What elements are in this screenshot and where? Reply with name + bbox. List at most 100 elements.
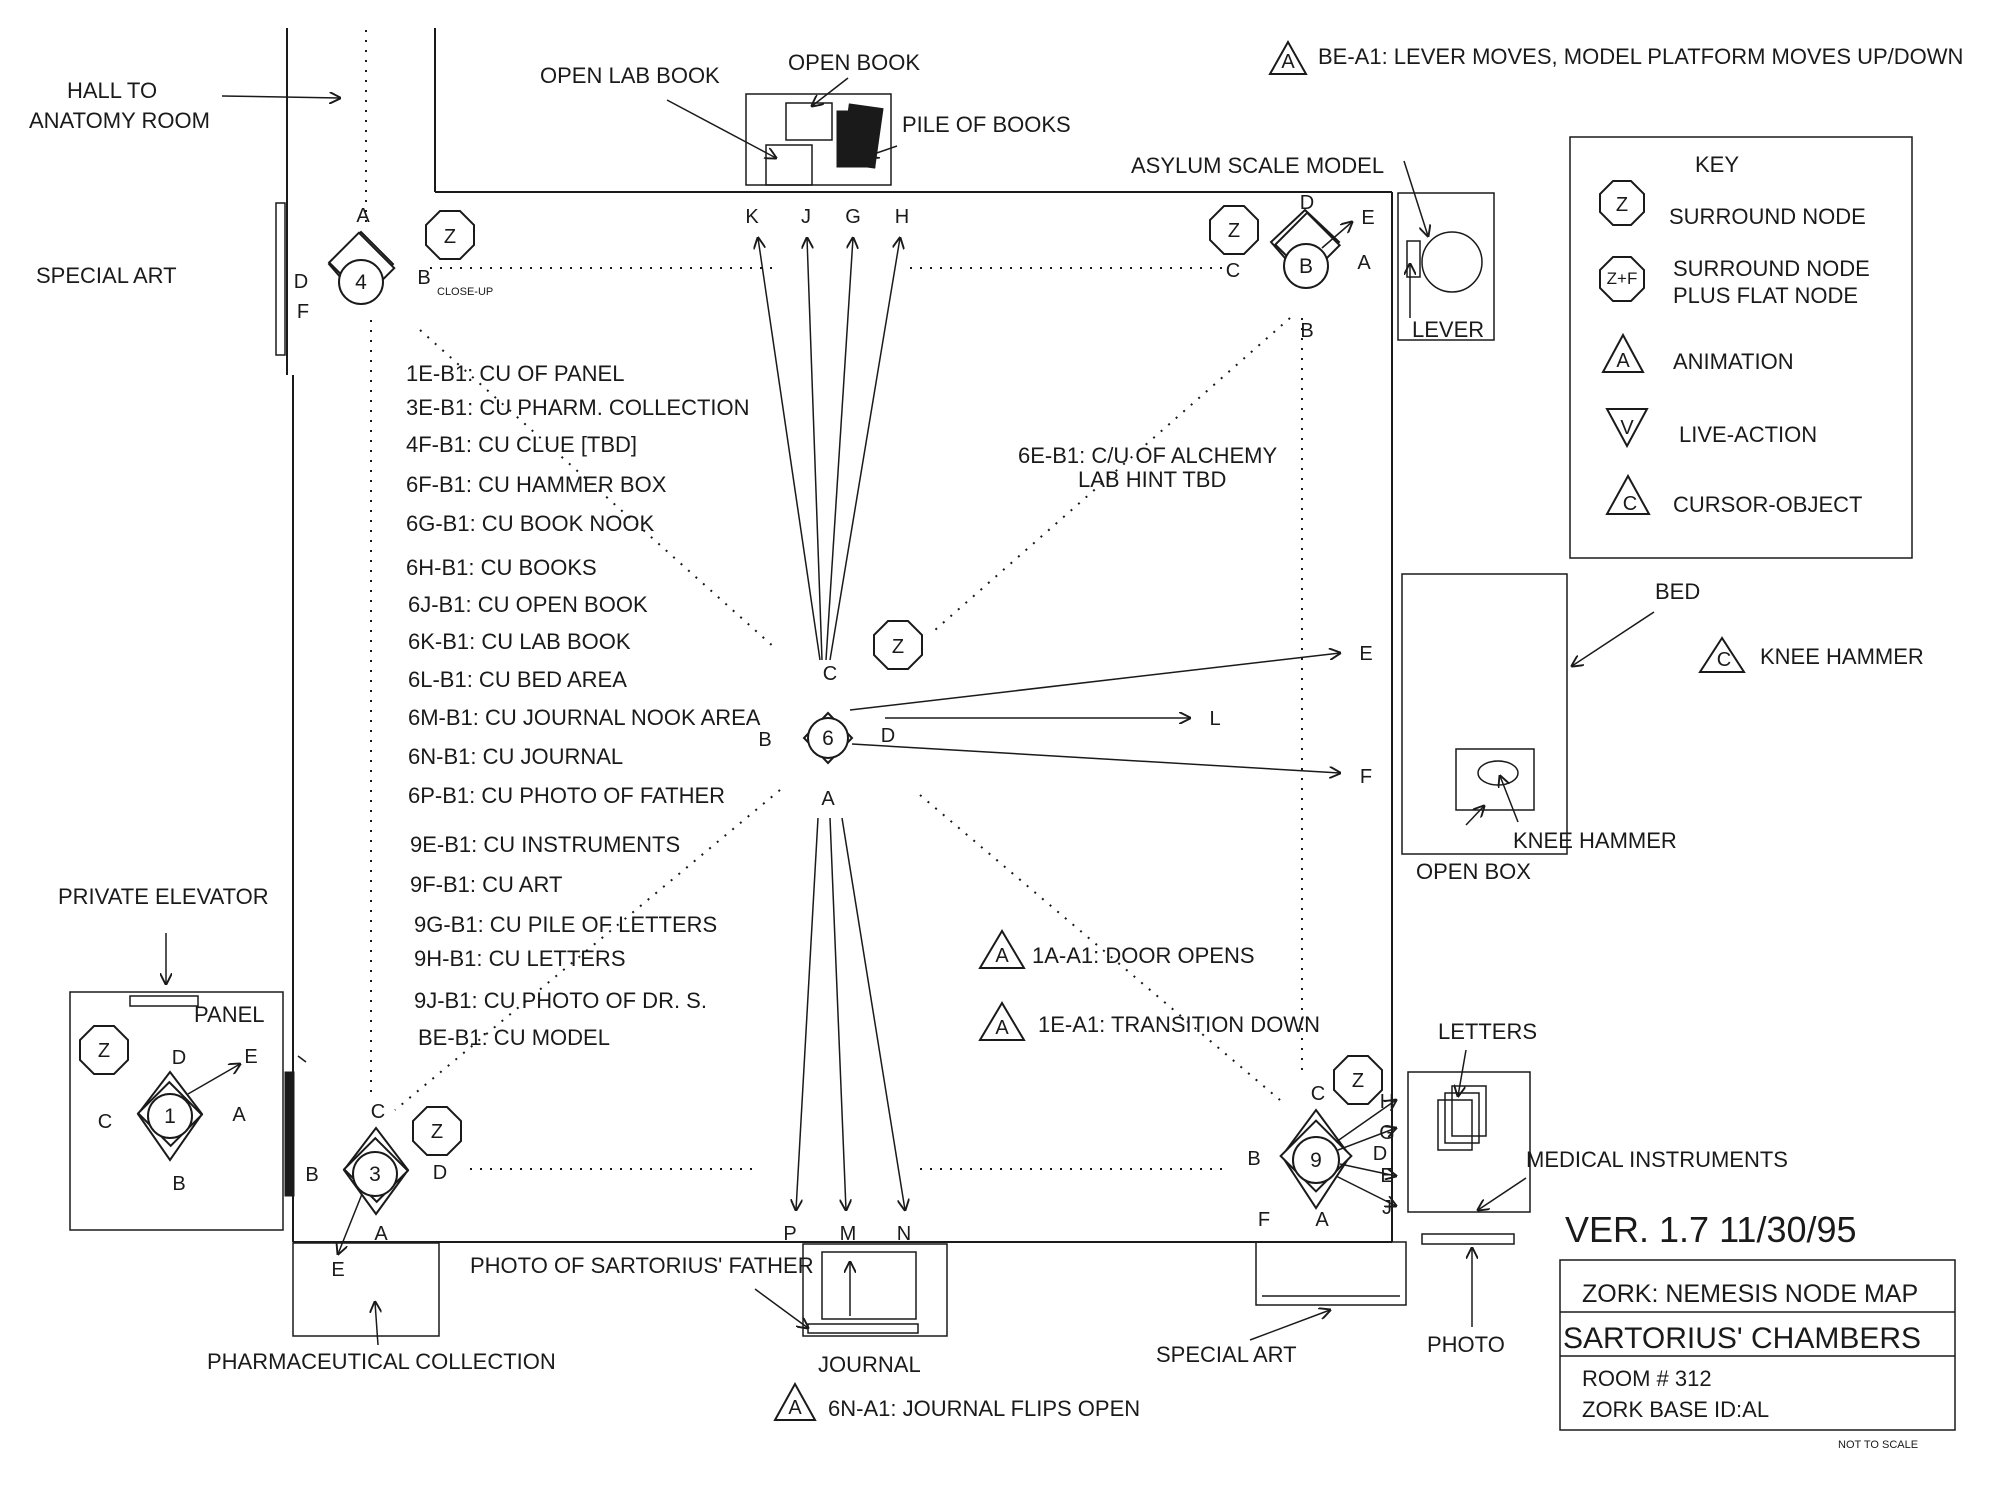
- svg-text:D: D: [172, 1047, 186, 1069]
- svg-text:OPEN LAB BOOK: OPEN LAB BOOK: [540, 63, 720, 88]
- svg-text:LETTERS: LETTERS: [1438, 1019, 1537, 1044]
- svg-text:C: C: [1311, 1083, 1325, 1105]
- svg-text:H: H: [895, 206, 909, 228]
- closeup-item: 6J-B1: CU OPEN BOOK: [408, 592, 648, 617]
- node-B[interactable]: B A B C D E: [1226, 192, 1375, 342]
- svg-text:C: C: [1623, 493, 1637, 515]
- alchemy-hint-label-2: LAB HINT TBD: [1078, 467, 1226, 492]
- open-book: [785, 102, 833, 141]
- title-line-1: ZORK: NEMESIS NODE MAP: [1582, 1280, 1918, 1308]
- svg-text:E: E: [244, 1046, 257, 1068]
- svg-text:4: 4: [355, 271, 367, 294]
- node-4[interactable]: 4 A B D F: [294, 205, 431, 323]
- svg-text:A: A: [1357, 252, 1371, 274]
- svg-text:C: C: [823, 663, 837, 685]
- svg-text:Z: Z: [1616, 194, 1628, 216]
- svg-text:B: B: [1299, 255, 1313, 278]
- surround-node-octagon-icon: [425, 210, 475, 260]
- svg-text:OPEN BOX: OPEN BOX: [1416, 859, 1531, 884]
- svg-text:B: B: [172, 1173, 185, 1195]
- svg-text:A: A: [995, 1017, 1009, 1039]
- panel: [129, 995, 199, 1007]
- letters-area: LETTERS MEDICAL INSTRUMENTS PHOTO: [1407, 1019, 1788, 1357]
- header-animation-note: A BE-A1: LEVER MOVES, MODEL PLATFORM MOV…: [1268, 39, 1963, 75]
- node-1[interactable]: 1 A B C D E: [98, 1046, 258, 1195]
- not-to-scale-label: NOT TO SCALE: [1838, 1439, 1918, 1451]
- closeup-item: 9F-B1: CU ART: [410, 872, 562, 897]
- pharm-label: PHARMACEUTICAL COLLECTION: [207, 1349, 556, 1374]
- svg-text:E: E: [1359, 643, 1372, 665]
- closeup-item: 6N-B1: CU JOURNAL: [408, 744, 623, 769]
- svg-text:ANIMATION: ANIMATION: [1673, 349, 1794, 374]
- node-6[interactable]: 6 A B C D E F L K J G H P M N: [745, 206, 1372, 1245]
- svg-text:D: D: [1373, 1143, 1387, 1165]
- closeup-item: 6H-B1: CU BOOKS: [406, 555, 597, 580]
- animation-triangle-icon: [773, 1381, 817, 1421]
- special-art-left-frame: [275, 202, 286, 356]
- svg-text:BED: BED: [1655, 579, 1700, 604]
- hall-label-2: ANATOMY ROOM: [29, 108, 210, 133]
- svg-text:KNEE HAMMER: KNEE HAMMER: [1760, 644, 1924, 669]
- key-title: KEY: [1695, 152, 1739, 177]
- svg-text:SURROUND NODE: SURROUND NODE: [1673, 256, 1870, 281]
- svg-text:SURROUND NODE: SURROUND NODE: [1669, 204, 1866, 229]
- node-connections: [370, 267, 1303, 1170]
- surround-flat-node-octagon-icon: [1599, 256, 1645, 302]
- svg-text:E: E: [331, 1259, 344, 1281]
- svg-text:E: E: [1361, 207, 1374, 229]
- svg-text:B: B: [758, 729, 771, 751]
- svg-text:F: F: [297, 301, 309, 323]
- closeup-item: 1E-B1: CU OF PANEL: [406, 361, 624, 386]
- svg-text:BE-A1: LEVER MOVES, MODEL PLAT: BE-A1: LEVER MOVES, MODEL PLATFORM MOVES…: [1318, 44, 1963, 69]
- svg-text:C: C: [1226, 260, 1240, 282]
- node-3[interactable]: 3 A B C D E: [305, 1101, 447, 1281]
- svg-text:A: A: [374, 1223, 388, 1245]
- svg-text:B: B: [305, 1164, 318, 1186]
- asylum-scale-model: ASYLUM SCALE MODEL LEVER: [1131, 153, 1495, 342]
- svg-text:A: A: [1315, 1209, 1329, 1231]
- svg-text:A: A: [232, 1104, 246, 1126]
- version-label: VER. 1.7 11/30/95: [1565, 1209, 1857, 1250]
- svg-text:D: D: [1300, 192, 1314, 214]
- animation-note-transition: A 1E-A1: TRANSITION DOWN: [978, 1001, 1320, 1041]
- pharm-collection-box: [292, 1242, 440, 1337]
- svg-text:Z+F: Z+F: [1607, 269, 1638, 288]
- svg-text:PILE OF BOOKS: PILE OF BOOKS: [902, 112, 1071, 137]
- svg-text:1E-A1: TRANSITION DOWN: 1E-A1: TRANSITION DOWN: [1038, 1012, 1320, 1037]
- animation-triangle-icon: [978, 1001, 1026, 1041]
- svg-text:B: B: [1300, 320, 1313, 342]
- svg-text:D: D: [294, 271, 308, 293]
- svg-text:9: 9: [1310, 1149, 1322, 1172]
- closeup-item: 6M-B1: CU JOURNAL NOOK AREA: [408, 705, 761, 730]
- svg-text:K: K: [745, 206, 759, 228]
- private-elevator: PRIVATE ELEVATOR PANEL: [58, 884, 307, 1231]
- animation-triangle-icon: [978, 929, 1026, 969]
- svg-text:B: B: [417, 267, 430, 289]
- key-legend: KEY Z SURROUND NODE Z+F SURROUND NODE PL…: [1569, 136, 1913, 559]
- svg-text:A: A: [995, 945, 1009, 967]
- svg-text:F: F: [1258, 1209, 1270, 1231]
- closeup-item: 6G-B1: CU BOOK NOOK: [406, 511, 654, 536]
- closeup-item: 6P-B1: CU PHOTO OF FATHER: [408, 783, 725, 808]
- knee-hammer-object: [1477, 760, 1519, 786]
- closeup-item: BE-B1: CU MODEL: [418, 1025, 610, 1050]
- svg-text:C: C: [371, 1101, 385, 1123]
- svg-text:M: M: [840, 1223, 857, 1245]
- svg-text:D: D: [433, 1162, 447, 1184]
- title-line-2: SARTORIUS' CHAMBERS: [1563, 1322, 1921, 1355]
- svg-text:A: A: [356, 205, 370, 227]
- node-9[interactable]: 9 A B C D E F G H J: [1247, 1083, 1396, 1231]
- surround-node-octagon-icon: [1599, 180, 1645, 226]
- svg-text:1A-A1: DOOR OPENS: 1A-A1: DOOR OPENS: [1032, 943, 1255, 968]
- svg-text:Z: Z: [431, 1121, 443, 1143]
- svg-text:E: E: [1380, 1165, 1393, 1187]
- animation-triangle-icon: [1268, 39, 1308, 75]
- svg-text:MEDICAL INSTRUMENTS: MEDICAL INSTRUMENTS: [1526, 1147, 1788, 1172]
- svg-text:C: C: [98, 1111, 112, 1133]
- svg-text:A: A: [788, 1397, 802, 1419]
- photo-frame: [1421, 1233, 1515, 1245]
- svg-text:CURSOR-OBJECT: CURSOR-OBJECT: [1673, 492, 1862, 517]
- svg-text:A: A: [1616, 350, 1630, 372]
- closeup-item: 6F-B1: CU HAMMER BOX: [406, 472, 667, 497]
- title-line-4: ZORK BASE ID:AL: [1582, 1397, 1769, 1422]
